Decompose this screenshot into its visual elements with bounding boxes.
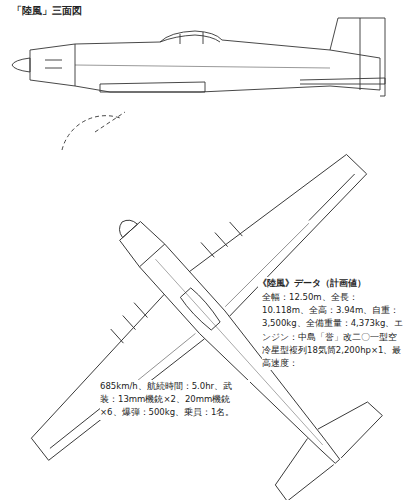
- plan-view: [0, 79, 409, 500]
- exhaust: [45, 60, 62, 61]
- panel-line: [75, 65, 330, 68]
- spinner: [12, 58, 30, 72]
- data-heading: 《陸風》データ（計画値）: [258, 277, 404, 290]
- canopy-frame: [203, 32, 204, 44]
- drawing-title: 「陸風」三面図: [12, 4, 132, 19]
- canopy-frame: [160, 35, 220, 42]
- canopy-frame: [180, 34, 181, 44]
- wing-root-side: [100, 82, 205, 92]
- gear-swing-arc: [95, 112, 125, 132]
- spec-note: 全幅：12.50m、全長：10.118m、全高：3.94m、自重：3,500kg…: [262, 291, 404, 370]
- fuselage-side: [30, 31, 380, 92]
- side-view: [12, 18, 385, 150]
- tailplane: [265, 391, 385, 500]
- spec-note: 685km/h、航続時間：5.0hr、武装：13mm機銃×2、20mm機銃×6、…: [100, 380, 250, 420]
- gear-swing-arc: [62, 116, 120, 150]
- rudder-hinge: [360, 18, 361, 90]
- exhaust: [45, 68, 62, 69]
- cowling-line: [139, 244, 164, 267]
- horizontal-stabilizer: [300, 78, 385, 84]
